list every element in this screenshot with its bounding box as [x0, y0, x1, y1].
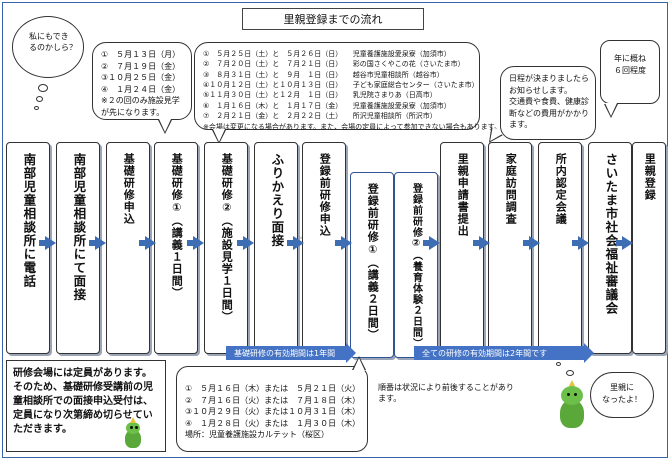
flow-arrow: [572, 236, 589, 250]
freq-line: ６回程度: [614, 65, 646, 75]
mascot-dragon-icon: [556, 380, 588, 428]
thought-dot: [566, 370, 574, 376]
page-title: 里親登録までの流れ: [242, 8, 424, 30]
mascot-line: 里親に: [610, 383, 634, 392]
step-call: 南部児童相談所に電話: [6, 142, 50, 354]
mascot-line: なったよ！: [602, 394, 642, 404]
cloud-line: 私にもでき: [29, 32, 69, 41]
thought-cloud: 私にもでき るのかしら？: [12, 16, 84, 78]
step-pre-training-2: 登録前研修②（養育体験２日間）: [394, 172, 438, 358]
bubble-schedule-notice: 日程が決まりましたら お知らせします。 交通費や食費、健康診 断などの費用がかか…: [500, 66, 596, 140]
flow-arrow: [287, 236, 304, 250]
date-line: ④ １月２８日（火）または １月３０日（木）: [185, 418, 361, 428]
band-all-validity: 全ての研修の有効期間は2年間です: [414, 343, 594, 363]
bubble-mascot: 里親に なったよ！: [590, 372, 654, 418]
flow-arrow: [89, 236, 106, 250]
notice-line: 断などの費用がかかり: [509, 108, 589, 118]
step-basic-apply: 基礎研修申込: [106, 142, 150, 354]
thought-dot: [556, 362, 561, 366]
step-application-submit: 里親申請書提出: [440, 142, 484, 354]
place-line: 場所：児童養護施設カルテット（桜区）: [185, 430, 329, 440]
bubble-kiso1-dates: ① ５月１３日（月） ② ７月１９日（金） ③１０月２５日（金） ④ １月２４日…: [92, 42, 192, 120]
date-line: ③１０月２９日（火）または１０月３１日（木）: [185, 407, 361, 417]
bubble-kiso2-dates: ① ５月２５日（土）と ５月２６日（日） 児童養護施設愛泉寮（加須市） ② ７月…: [194, 42, 501, 131]
date-line: ② ７月１６日（火）または ７月１８日（木）: [185, 395, 361, 405]
step-registration: 里親登録: [632, 142, 666, 354]
flow-arrow: [39, 236, 56, 250]
note-line: ※２の回のみ施設見学: [101, 96, 180, 106]
flow-arrow: [423, 236, 440, 250]
note-line: ※会場は変更になる場合があります。また、会場の定員によって参加できない場合もあり…: [203, 122, 501, 131]
step-pre-apply: 登録前研修申込: [302, 142, 346, 354]
bubble-tail: [158, 119, 172, 134]
bubble-tail: [604, 103, 618, 118]
bubble-council-frequency: 年に概ね ６回程度: [600, 40, 660, 104]
band-basic-validity: 基礎研修の有効期間は1年間: [226, 343, 356, 363]
step-basic-training-2: 基礎研修②（施設見学１日間）: [204, 142, 248, 354]
date-line: ① ５月１３日（月）: [101, 50, 181, 59]
date-line: ⑦ ２月２１日（金）と ２月２２日（土） 所沢児童相談所（所沢市）: [203, 112, 437, 121]
bubble-tail: [352, 356, 366, 370]
freq-line: 年に概ね: [614, 54, 646, 63]
notice-line: お知らせします。: [509, 85, 573, 95]
order-note: 順番は状況により前後することがあります。: [378, 383, 514, 404]
flow-arrow: [616, 236, 633, 250]
date-line: ⑤１１月３０日（土）と１２月 １日（日） 乳児院さまりあ（日高市）: [203, 91, 437, 100]
step-basic-training-1: 基礎研修①（講義１日間）: [154, 142, 198, 354]
flow-arrow: [139, 236, 156, 250]
thought-dot: [36, 96, 43, 102]
mascot-icon: [122, 417, 144, 448]
thought-dot: [34, 106, 39, 110]
notice-line: ます。: [509, 120, 533, 130]
date-line: ① ５月１６日（木）または ５月２１日（火）: [185, 384, 361, 393]
capacity-note-text: 研修会場には定員があります。そのため、基礎研修受講前の児童相談所での面接申込受付…: [13, 368, 153, 435]
notice-line: 日程が決まりましたら: [509, 74, 589, 83]
step-interview: 南部児童相談所にて面接: [56, 142, 100, 354]
notice-line: 交通費や食費、健康診: [509, 97, 589, 107]
cloud-line: るのかしら？: [29, 43, 77, 53]
step-internal-review: 所内認定会議: [538, 142, 582, 354]
date-line: ① ５月２５日（土）と ５月２６日（日） 児童養護施設愛泉寮（加須市）: [203, 50, 451, 58]
date-line: ② ７月２０日（土）と ７月２１日（日） 彩の国さくやこの花（さいたま市）: [203, 60, 465, 69]
flow-arrow: [335, 236, 352, 250]
bubble-tail: [212, 129, 226, 144]
date-line: ② ７月１９日（金）: [101, 61, 181, 71]
flow-arrow: [187, 236, 204, 250]
thought-dot: [38, 84, 48, 92]
flow-arrow: [237, 236, 254, 250]
step-review-interview: ふりかえり面接: [254, 142, 298, 354]
step-home-visit: 家庭訪問調査: [488, 142, 532, 354]
date-line: ④ １月２４日（金）: [101, 84, 181, 94]
date-line: ④１０月１２日（土）と１０月１３日（日） 子ども家庭総合センター（さいたま市）: [203, 81, 479, 90]
step-pre-training-1: 登録前研修①（講義２日間）: [350, 172, 394, 358]
date-line: ⑥ １月１６日（木）と １月１７日（金） 児童養護施設愛泉寮（加須市）: [203, 101, 451, 110]
flow-arrow: [523, 236, 540, 250]
bubble-pre-training-dates: ① ５月１６日（木）または ５月２１日（火） ② ７月１６日（火）または ７月１…: [176, 366, 368, 452]
note-line: が先になります。: [101, 107, 165, 117]
date-line: ③ ８月３１日（土）と ９月 １日（日） 越谷市児童相談所（越谷市）: [203, 70, 444, 79]
date-line: ③１０月２５日（金）: [101, 73, 181, 83]
flow-arrow: [473, 236, 490, 250]
